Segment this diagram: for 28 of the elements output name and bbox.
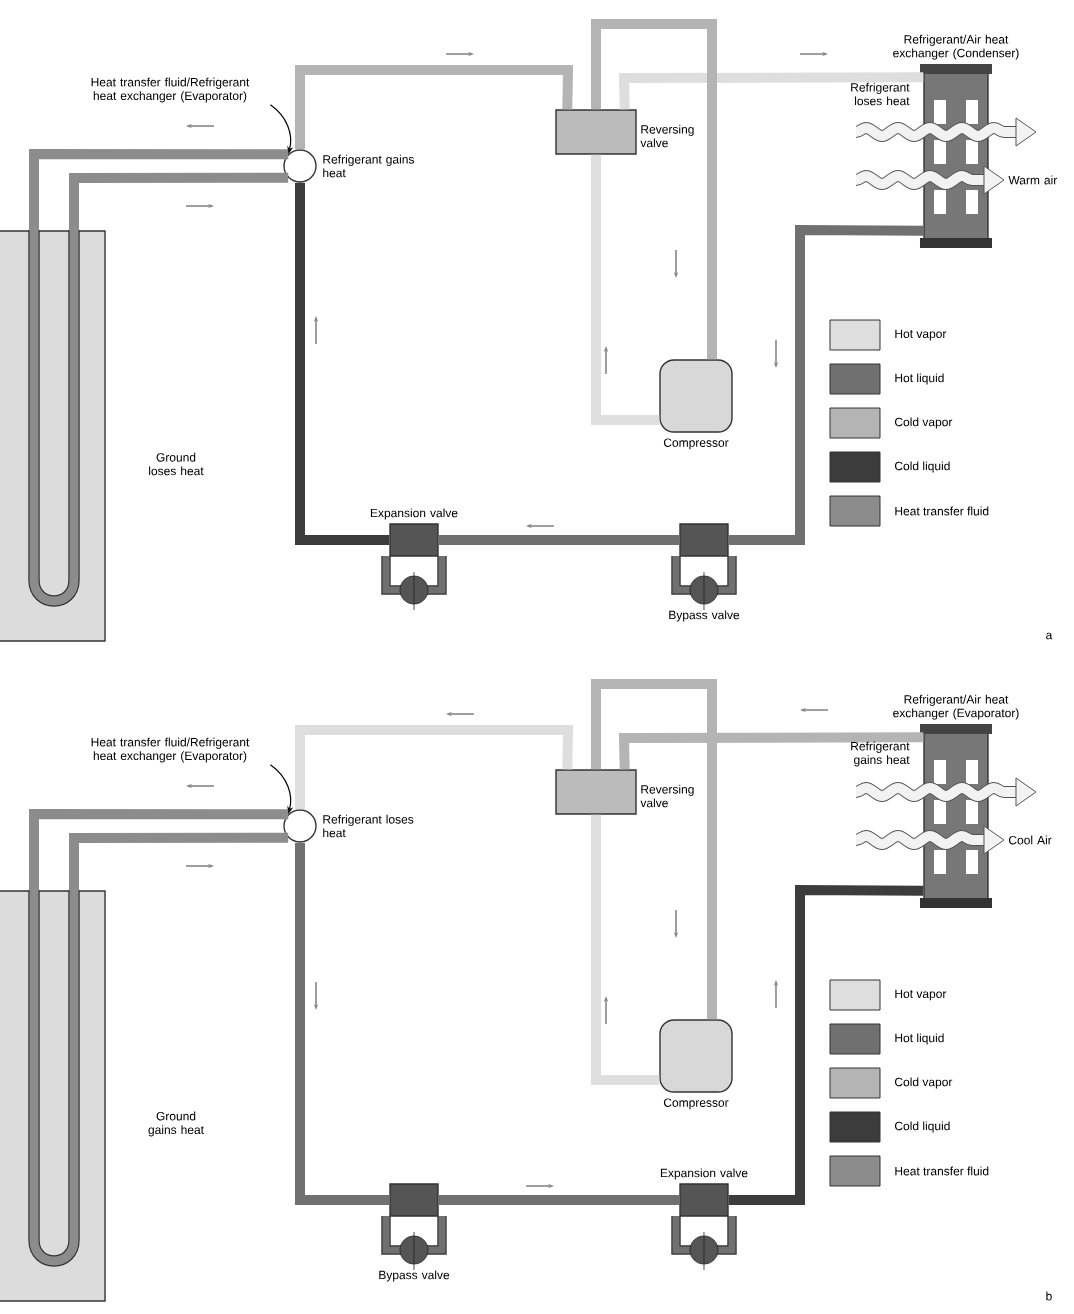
- pipe: [438, 535, 680, 545]
- pipe: [591, 814, 660, 1085]
- pipe: [69, 172, 289, 231]
- valve: [381, 1183, 447, 1271]
- compressor: [659, 359, 733, 433]
- pipe: [295, 65, 574, 150]
- pipe: [295, 182, 390, 545]
- pipe: [728, 885, 924, 1205]
- pipe: [438, 1195, 680, 1205]
- pipe: [591, 679, 717, 1020]
- pipe: [295, 725, 574, 810]
- pipe: [728, 225, 924, 545]
- pipe: [618, 72, 924, 110]
- valve: [671, 1183, 737, 1271]
- compressor: [659, 1019, 733, 1093]
- valve: [671, 523, 737, 611]
- pipe: [591, 154, 660, 425]
- pipe: [69, 832, 289, 891]
- heat-exchanger-coil: [283, 809, 317, 843]
- pipe: [29, 809, 289, 891]
- pipe: [618, 732, 924, 770]
- pipe: [591, 19, 717, 360]
- pipe: [295, 842, 390, 1205]
- pipe: [29, 149, 289, 231]
- heat-exchanger-coil: [283, 149, 317, 183]
- reversing-valve: [555, 109, 637, 155]
- reversing-valve: [555, 769, 637, 815]
- valve: [381, 523, 447, 611]
